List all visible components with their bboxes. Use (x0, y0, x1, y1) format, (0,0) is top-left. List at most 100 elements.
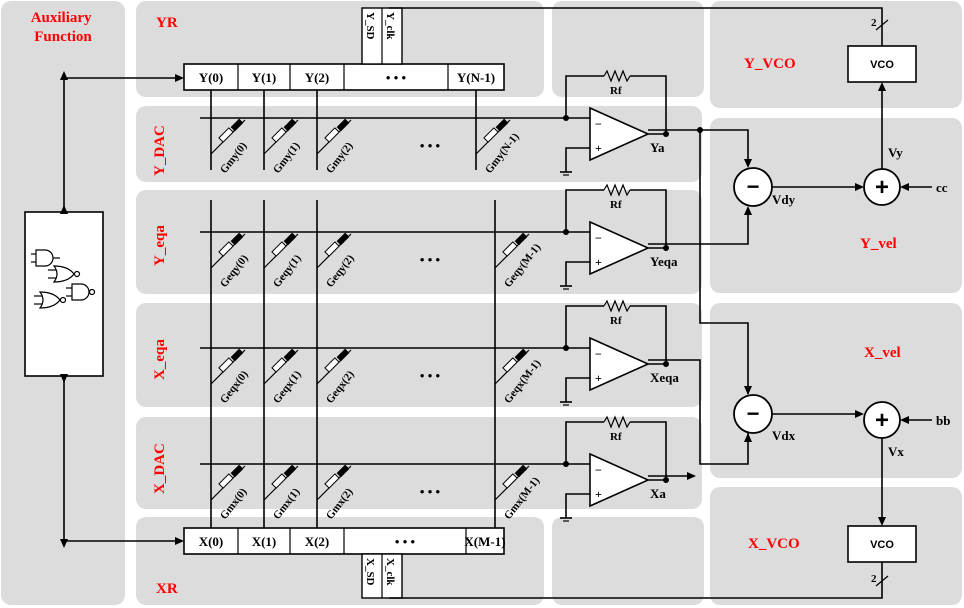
resistor-icon (263, 348, 299, 385)
arrow-down-icon (744, 386, 752, 395)
x-sd-label: X_SD (364, 558, 376, 586)
resistor-icon (210, 118, 246, 155)
arrow-down-icon (60, 374, 68, 383)
opamp-output-label: Ya (650, 140, 665, 155)
xr-panel-right (552, 517, 704, 605)
resistor-icon (494, 464, 530, 501)
resistor-icon (210, 232, 246, 269)
subtractor-vdx: − (733, 394, 773, 434)
xvel-panel (710, 303, 962, 478)
cc-label: cc (936, 180, 948, 195)
resistor-icon (475, 118, 511, 155)
opamp-icon: −+ (589, 452, 650, 508)
x-register-cell: X(0) (199, 534, 224, 549)
x-register-cell: X(2) (305, 534, 330, 549)
y-register-cell: Y(N-1) (457, 70, 495, 85)
arrow-down-icon (60, 539, 68, 548)
rf-label: Rf (610, 199, 622, 211)
vdy-label: Vdy (772, 192, 796, 207)
yeqa-panel (136, 190, 702, 294)
yvco-panel (710, 1, 962, 108)
velocity-block: − Vdy − Vdx + + cc bb (389, 7, 950, 599)
row-ellipsis: • • • (420, 484, 441, 499)
opamp-icon: −+ (589, 106, 650, 162)
arrow-down-icon (878, 517, 886, 526)
opamp-minus: − (595, 347, 602, 361)
opamp-plus: + (595, 255, 602, 269)
opamp-output-label: Xa (650, 486, 666, 501)
x-bus-width: 2 (871, 573, 877, 585)
xeqa-panel (136, 303, 702, 407)
opamp-plus: + (595, 487, 602, 501)
resistor-icon (316, 348, 352, 385)
yr-panel-right (552, 1, 704, 97)
vy-label: Vy (888, 145, 903, 160)
y-vco-text: VCO (870, 59, 894, 71)
aux-logic-block (24, 211, 104, 377)
nor-gate-icon (34, 291, 67, 309)
arrow-right-icon (175, 74, 184, 82)
arrow-down-icon (744, 159, 752, 168)
x-vco-text: VCO (870, 539, 894, 551)
subtractor-symbol: − (747, 401, 760, 426)
ground-icon (560, 285, 572, 290)
arrow-left-icon (900, 416, 909, 424)
aux-label-line2: Function (34, 29, 92, 45)
opamp-minus: − (595, 117, 602, 131)
aux-wires (60, 71, 184, 548)
rf-label: Rf (610, 315, 622, 327)
arrow-right-icon (855, 183, 864, 191)
x-register: X(0) X(1) X(2) • • • X(M-1) X_SD X_clk (183, 527, 506, 599)
crossbar-columns (210, 90, 496, 528)
rf-label: Rf (610, 85, 622, 97)
y-bus-width: 2 (871, 17, 877, 29)
resistor-icon (494, 232, 530, 269)
y-register: Y(0) Y(1) Y(2) • • • Y(N-1) Y_SD Y_clk (183, 7, 505, 91)
vdx-label: Vdx (772, 428, 796, 443)
arrow-up-icon (744, 433, 752, 442)
xr-label: XR (156, 581, 178, 597)
x-vel-label: X_vel (864, 345, 901, 361)
vx-label: Vx (888, 444, 904, 459)
xvco-panel (710, 487, 962, 605)
yr-label: YR (156, 15, 178, 31)
adder-vx: + (863, 401, 901, 439)
x-register-cell: X(1) (252, 534, 277, 549)
arrow-right-icon (175, 537, 184, 545)
ground-icon (560, 401, 572, 406)
x-dac-label: X_DAC (152, 443, 168, 494)
resistor-icon (263, 464, 299, 501)
opamp-minus: − (595, 231, 602, 245)
opamp-plus: + (595, 371, 602, 385)
x-register-cell: X(M-1) (464, 534, 505, 549)
resistor-icon (316, 232, 352, 269)
nand-gate-icon (66, 283, 96, 301)
opamp-icon: −+ (589, 336, 650, 392)
y-eqa-label: Y_eqa (152, 225, 168, 266)
opamp-output-label: Xeqa (650, 370, 679, 385)
resistor-icon (210, 348, 246, 385)
subtractor-vdy: − (733, 167, 773, 207)
y-register-ellipsis: • • • (386, 70, 407, 85)
arrow-right-icon (855, 410, 864, 418)
resistor-icon (263, 118, 299, 155)
arrow-up-icon (878, 82, 886, 91)
x-register-ellipsis: • • • (395, 534, 416, 549)
adder-symbol: + (875, 407, 889, 434)
ground-icon (560, 517, 572, 522)
ground-icon (560, 171, 572, 176)
adder-vy: + (863, 168, 901, 206)
row-ellipsis: • • • (420, 252, 441, 267)
rf-label: Rf (610, 431, 622, 443)
x-vco-label: X_VCO (748, 536, 800, 552)
arrow-up-icon (744, 206, 752, 215)
y-vco-box (847, 45, 917, 83)
y-register-cell: Y(2) (305, 70, 330, 85)
y-vel-label: Y_vel (860, 236, 897, 252)
aux-label-line1: Auxiliary (31, 10, 92, 26)
arrow-up-icon (60, 71, 68, 80)
y-sd-label: Y_SD (364, 12, 376, 40)
x-clk-label: X_clk (384, 558, 396, 586)
